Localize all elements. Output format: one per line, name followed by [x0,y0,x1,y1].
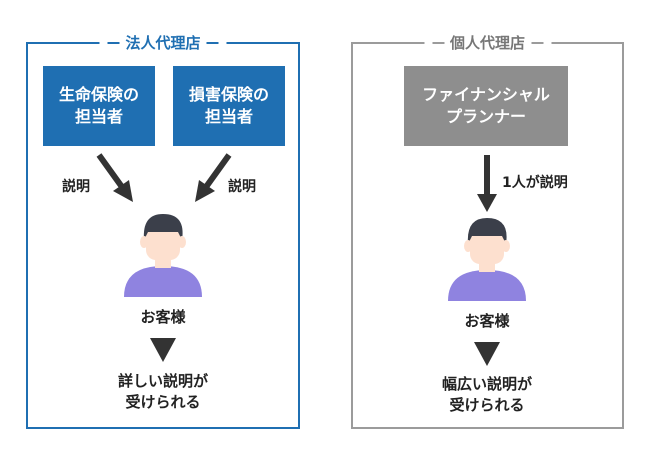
title-dash-left [431,41,444,44]
panel-title-individual: 個人代理店 [423,32,552,53]
nonlife-insurance-rep-box: 損害保険の 担当者 [173,66,285,146]
individual-agency-panel: 個人代理店 [351,32,624,429]
result-text-left: 詳しい説明が 受けられる [117,372,208,411]
title-dash-right [531,41,544,44]
panel-title-text: 法人代理店 [125,34,201,52]
panel-title-corporate: 法人代理店 [99,32,227,53]
customer-label-left: お客様 [140,308,186,326]
triangle-down-icon-left [150,338,176,362]
explain-label-left: 説明 [62,179,90,195]
financial-planner-box: ファイナンシャル プランナー [404,66,568,146]
explain-label-single: 1人が説明 [502,175,568,191]
title-dash-right [206,41,219,44]
arrow-left-down-right [96,153,133,202]
customer-person-icon-left [124,214,202,297]
customer-label-right: お客様 [464,312,510,330]
corporate-agency-panel: 法人代理店 [26,32,300,429]
result-text-right: 幅広い説明が 受けられる [441,375,532,414]
title-dash-left [107,41,120,44]
customer-person-icon-right [448,218,526,301]
arrow-down-right-panel [477,155,497,212]
life-insurance-rep-box: 生命保険の 担当者 [43,66,155,146]
triangle-down-icon-right [474,342,500,366]
arrow-right-down-left [195,153,232,202]
panel-title-text: 個人代理店 [449,34,526,52]
explain-label-right: 説明 [228,179,256,195]
